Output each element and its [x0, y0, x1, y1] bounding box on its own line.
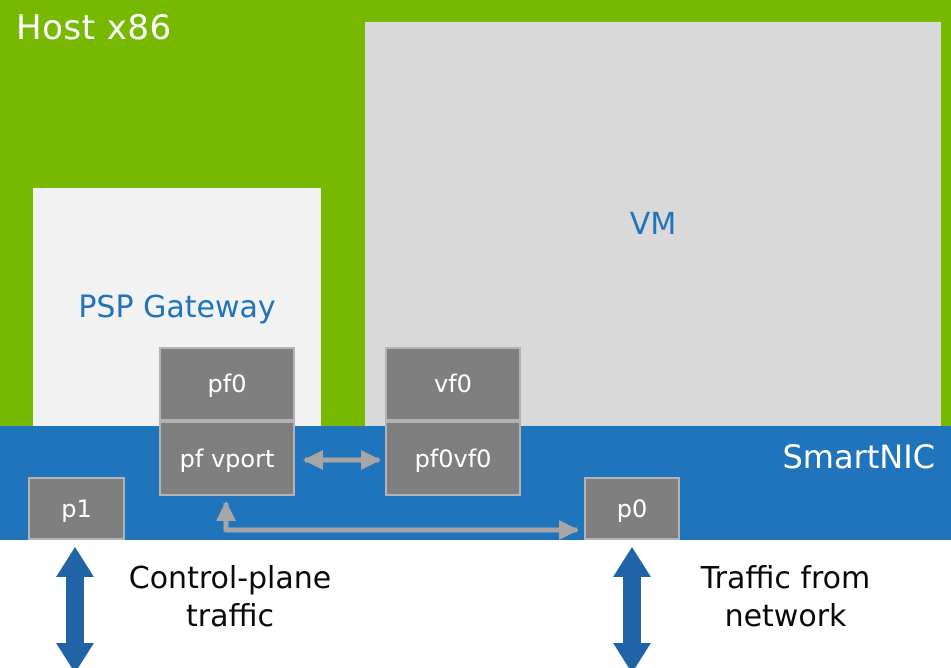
host-x86-label: Host x86 [16, 8, 172, 48]
p1-label: p1 [61, 494, 92, 523]
pf0-box: pf0 [159, 347, 295, 421]
p0-label: p0 [616, 494, 648, 523]
p1-box: p1 [28, 477, 125, 540]
pf0vf0-box: pf0vf0 [385, 421, 521, 496]
pf-vport-box: pf vport [159, 421, 295, 496]
psp-gateway-label: PSP Gateway [78, 289, 276, 325]
traffic-from-network-label: Traffic from network [700, 561, 871, 634]
vf0-box: vf0 [385, 347, 521, 421]
pf0vf0-label: pf0vf0 [414, 444, 492, 473]
control-plane-traffic-label: Control-plane traffic [128, 561, 332, 634]
network-traffic-arrow [613, 547, 651, 668]
control-plane-traffic-arrow [56, 547, 94, 668]
pf-vport-label: pf vport [179, 444, 275, 473]
smartnic-label: SmartNIC [782, 438, 935, 476]
vm-label: VM [629, 206, 677, 242]
vf0-label: vf0 [434, 370, 472, 398]
p0-box: p0 [584, 477, 680, 540]
pf0-label: pf0 [207, 370, 247, 398]
